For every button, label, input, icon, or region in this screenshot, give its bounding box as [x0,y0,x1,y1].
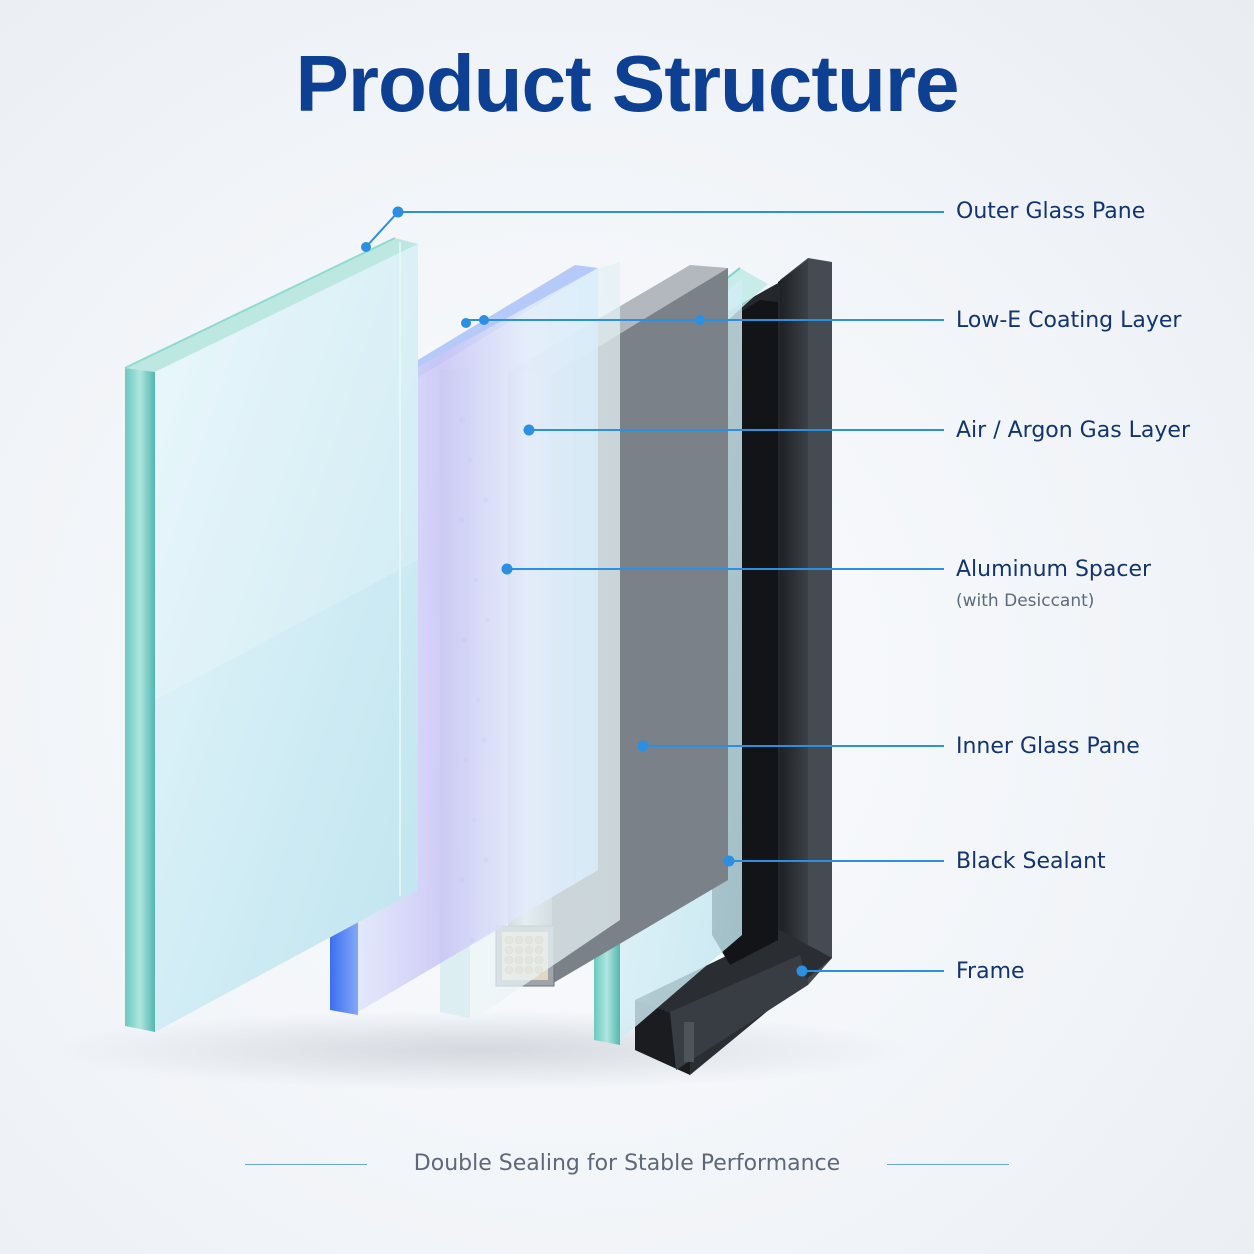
floor-shadow [50,1010,910,1090]
label-aluminum-spacer: Aluminum Spacer [956,557,1152,582]
callout-dots [361,206,808,977]
label-low-e-coating: Low-E Coating Layer [956,308,1182,333]
label-spacer-note: (with Desiccant) [956,591,1095,611]
label-black-sealant: Black Sealant [956,849,1106,874]
label-frame: Frame [956,959,1025,984]
label-gas-layer: Air / Argon Gas Layer [956,418,1190,443]
outer-glass-shape [124,237,418,1032]
label-outer-glass-pane: Outer Glass Pane [956,199,1146,224]
label-inner-glass-pane: Inner Glass Pane [956,734,1140,759]
footer-caption: Double Sealing for Stable Performance [413,1151,841,1176]
footer-rule-left [245,1164,367,1165]
footer-rule-right [887,1164,1009,1165]
page-title: Product Structure [295,39,959,128]
